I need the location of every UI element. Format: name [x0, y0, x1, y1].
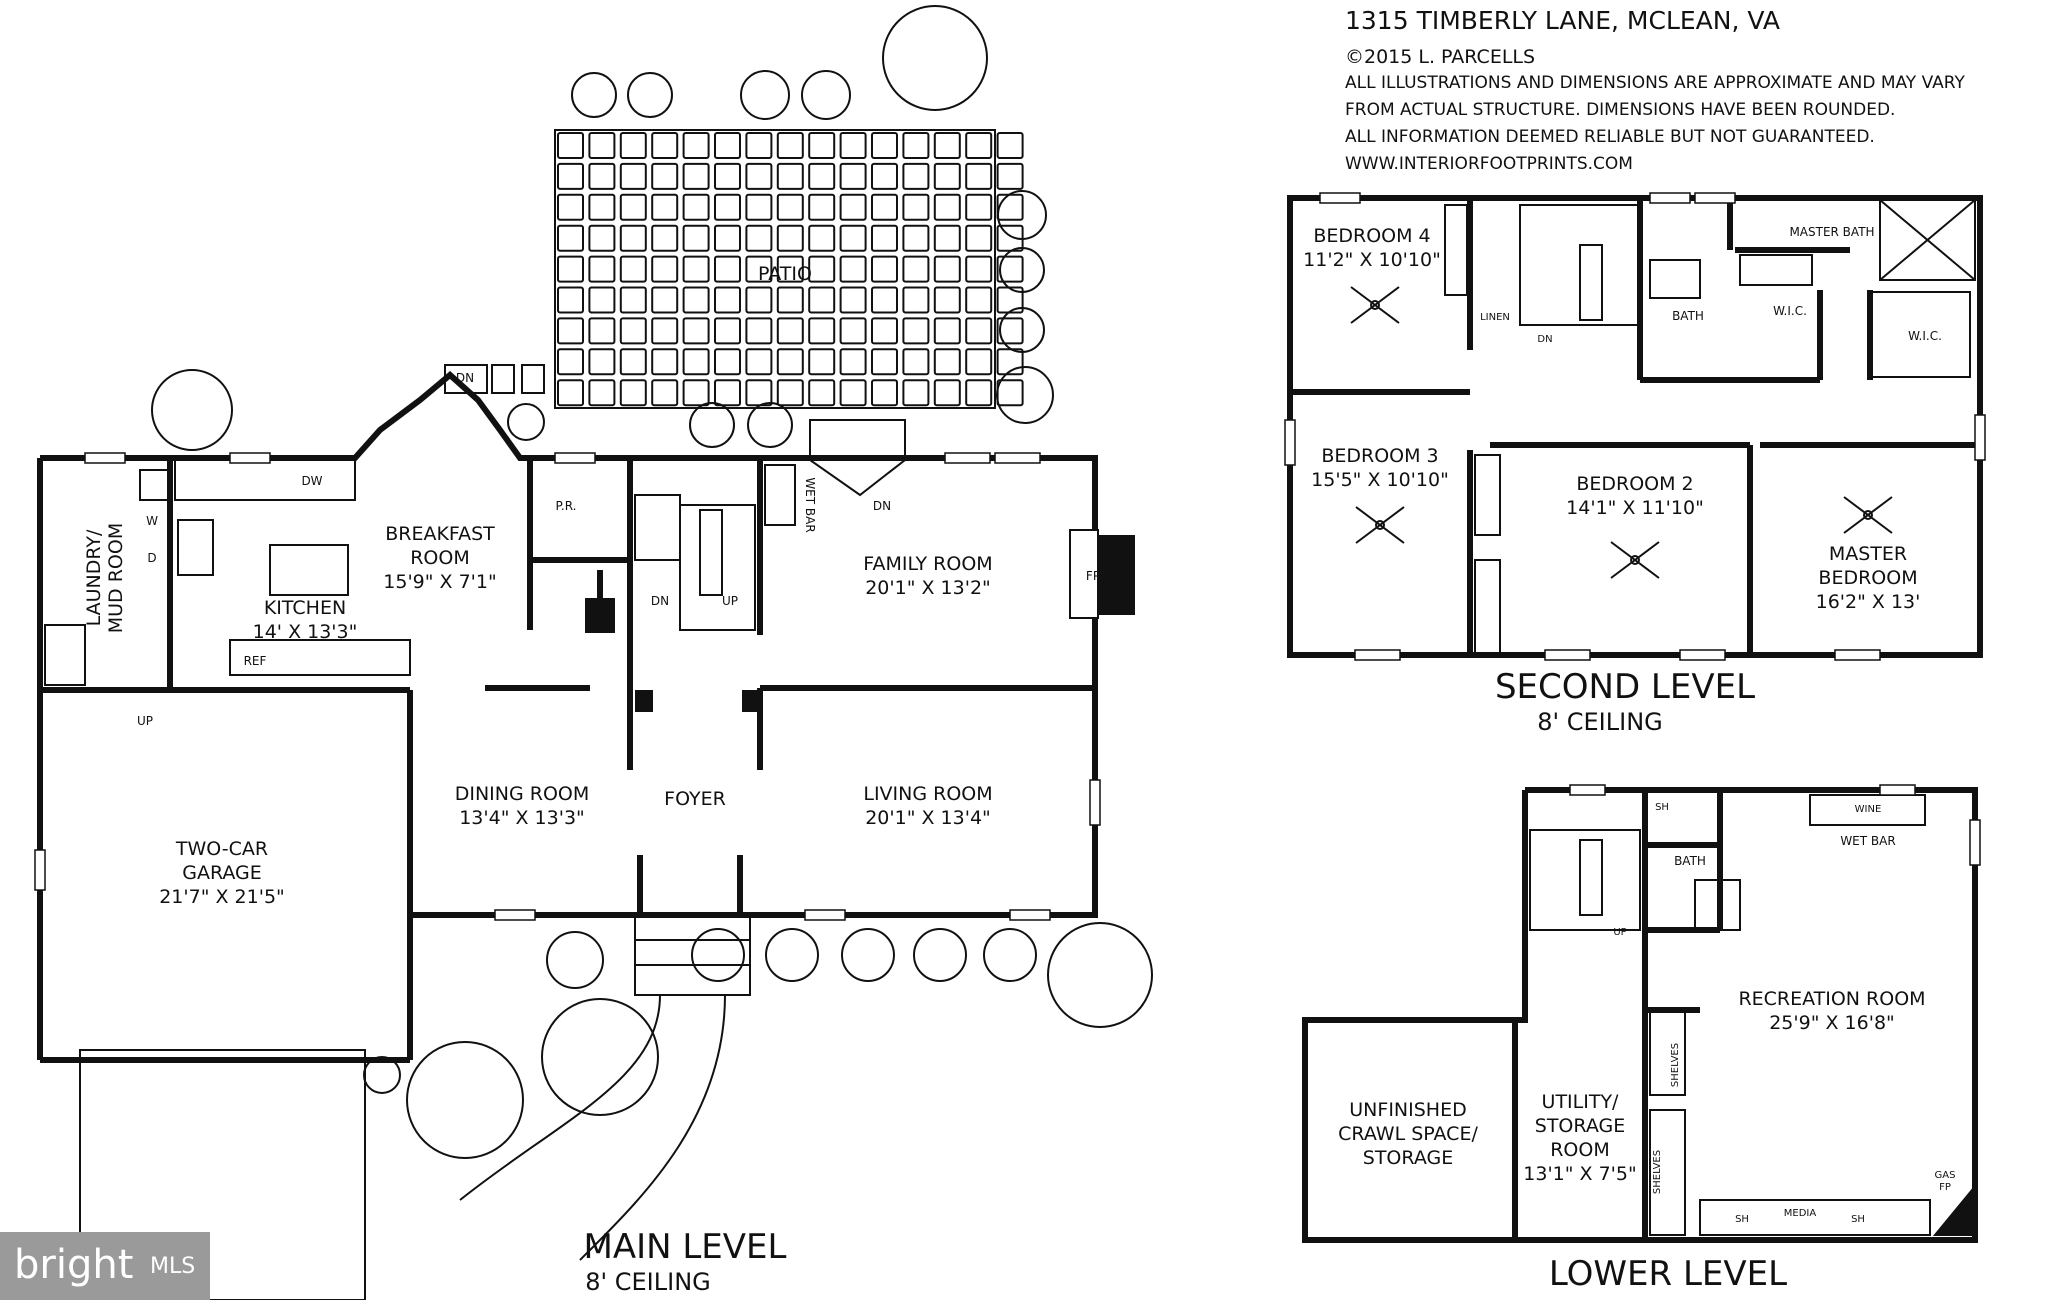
family-name: FAMILY ROOM	[863, 553, 992, 575]
watermark-brand: bright	[14, 1242, 134, 1288]
master-bath-label: MASTER BATH	[1789, 225, 1874, 239]
main-level-ceiling: 8' CEILING	[585, 1268, 711, 1296]
kitchen-name: KITCHEN	[264, 597, 346, 619]
bedroom4-dims: 11'2" X 10'10"	[1303, 249, 1441, 271]
ref-label: REF	[244, 654, 267, 668]
bright-mls-watermark: bright MLS	[0, 1232, 210, 1300]
breakfast-name-2: ROOM	[410, 547, 470, 569]
pr-label: P.R.	[556, 499, 577, 513]
main-level-windows	[34, 452, 1101, 921]
dining-dims: 13'4" X 13'3"	[459, 807, 585, 829]
second-level-fans	[1350, 286, 1893, 579]
breakfast-name-1: BREAKFAST	[385, 523, 495, 545]
up-label-stairs: UP	[722, 594, 738, 608]
shelves-label-1: SHELVES	[1670, 1043, 1681, 1087]
second-level-ceiling: 8' CEILING	[1537, 708, 1663, 736]
dn-label-stairs: DN	[651, 594, 669, 608]
main-level-labels: PATIO LAUNDRY/ MUD ROOM BREAKFAST ROOM 1…	[83, 263, 1100, 1296]
laundry-label-1: LAUNDRY/	[83, 529, 105, 626]
disclaimer-line: FROM ACTUAL STRUCTURE. DIMENSIONS HAVE B…	[1345, 100, 1896, 120]
website-link[interactable]: WWW.INTERIORFOOTPRINTS.COM	[1345, 154, 1633, 174]
utility-name-1: UTILITY/	[1542, 1091, 1620, 1113]
dn-label-family: DN	[873, 499, 891, 513]
bedroom3-dims: 15'5" X 10'10"	[1311, 469, 1449, 491]
utility-dims: 13'1" X 7'5"	[1523, 1163, 1636, 1185]
garage-name-2: GARAGE	[182, 862, 262, 884]
sh-label-2: SH	[1735, 1214, 1749, 1225]
gas-fp-label: FP	[1939, 1182, 1951, 1193]
listing-title: 1315 TIMBERLY LANE, MCLEAN, VA	[1345, 6, 1780, 35]
washer-label: W	[146, 514, 158, 528]
up-label-lower: UP	[1613, 927, 1626, 938]
dn-label-2: DN	[1537, 334, 1552, 345]
crawl-label-2: CRAWL SPACE/	[1338, 1123, 1478, 1145]
dn-label-patio: DN	[456, 371, 474, 385]
fp-label: FP	[1086, 569, 1100, 583]
breakfast-dims: 15'9" X 7'1"	[383, 571, 496, 593]
sh-label-1: SH	[1655, 802, 1669, 813]
wet-bar-label: WET BAR	[803, 477, 817, 532]
foyer-label: FOYER	[664, 788, 726, 810]
lower-level-windows	[1569, 784, 1981, 866]
second-level-fixtures	[1444, 199, 1976, 656]
second-level-labels: BEDROOM 4 11'2" X 10'10" BEDROOM 3 15'5"…	[1303, 225, 1942, 736]
shelves-label-2: SHELVES	[1652, 1150, 1663, 1194]
crawl-label-3: STORAGE	[1363, 1147, 1453, 1169]
disclaimer-line: ALL ILLUSTRATIONS AND DIMENSIONS ARE APP…	[1345, 73, 1965, 93]
disclaimer-line: ALL INFORMATION DEEMED RELIABLE BUT NOT …	[1345, 127, 1875, 147]
wic-label-2: W.I.C.	[1908, 329, 1942, 343]
utility-name-3: ROOM	[1550, 1139, 1610, 1161]
media-label: MEDIA	[1784, 1208, 1817, 1219]
disclaimer-notes: ALL ILLUSTRATIONS AND DIMENSIONS ARE APP…	[1345, 70, 1965, 178]
recreation-dims: 25'9" X 16'8"	[1769, 1012, 1895, 1034]
garage-name-1: TWO-CAR	[175, 838, 268, 860]
lower-level-walls	[1302, 787, 1978, 1243]
watermark-suffix: MLS	[150, 1254, 196, 1279]
patio-label: PATIO	[758, 263, 812, 285]
crawl-label-1: UNFINISHED	[1349, 1099, 1466, 1121]
family-dims: 20'1" X 13'2"	[865, 577, 991, 599]
bath-label-2: BATH	[1672, 309, 1704, 323]
patio	[554, 129, 1024, 409]
kitchen-dims: 14' X 13'3"	[253, 621, 358, 643]
lower-level-title: LOWER LEVEL	[1549, 1254, 1787, 1294]
living-dims: 20'1" X 13'4"	[865, 807, 991, 829]
second-level-windows	[1284, 192, 1986, 661]
linen-label: LINEN	[1480, 312, 1510, 323]
garage-dims: 21'7" X 21'5"	[159, 886, 285, 908]
bath-label-lower: BATH	[1674, 854, 1706, 868]
master-name-2: BEDROOM	[1818, 567, 1917, 589]
dining-name: DINING ROOM	[455, 783, 590, 805]
recreation-name: RECREATION ROOM	[1738, 988, 1925, 1010]
master-name-1: MASTER	[1829, 543, 1907, 565]
master-dims: 16'2" X 13'	[1816, 591, 1921, 613]
up-label-garage: UP	[137, 714, 153, 728]
wet-bar-label-lower: WET BAR	[1840, 834, 1895, 848]
main-level-fixtures	[44, 364, 906, 1300]
bedroom3-name: BEDROOM 3	[1321, 445, 1438, 467]
lower-level-fixtures	[1529, 794, 1973, 1236]
utility-name-2: STORAGE	[1535, 1115, 1625, 1137]
main-level-walls	[37, 371, 1135, 1063]
dryer-label: D	[147, 551, 156, 565]
laundry-label-2: MUD ROOM	[105, 523, 127, 633]
lower-level-labels: RECREATION ROOM 25'9" X 16'8" UTILITY/ S…	[1338, 802, 1955, 1294]
wic-label-1: W.I.C.	[1773, 304, 1807, 318]
main-level-title: MAIN LEVEL	[584, 1227, 787, 1267]
dw-label: DW	[301, 474, 322, 488]
second-level-title: SECOND LEVEL	[1495, 667, 1755, 707]
sh-label-3: SH	[1851, 1214, 1865, 1225]
copyright: ©2015 L. PARCELLS	[1345, 46, 1536, 68]
bedroom4-name: BEDROOM 4	[1313, 225, 1430, 247]
bedroom2-dims: 14'1" X 11'10"	[1566, 497, 1704, 519]
bedroom2-name: BEDROOM 2	[1576, 473, 1693, 495]
gas-label: GAS	[1935, 1170, 1956, 1181]
living-name: LIVING ROOM	[863, 783, 992, 805]
wine-label: WINE	[1855, 804, 1882, 815]
